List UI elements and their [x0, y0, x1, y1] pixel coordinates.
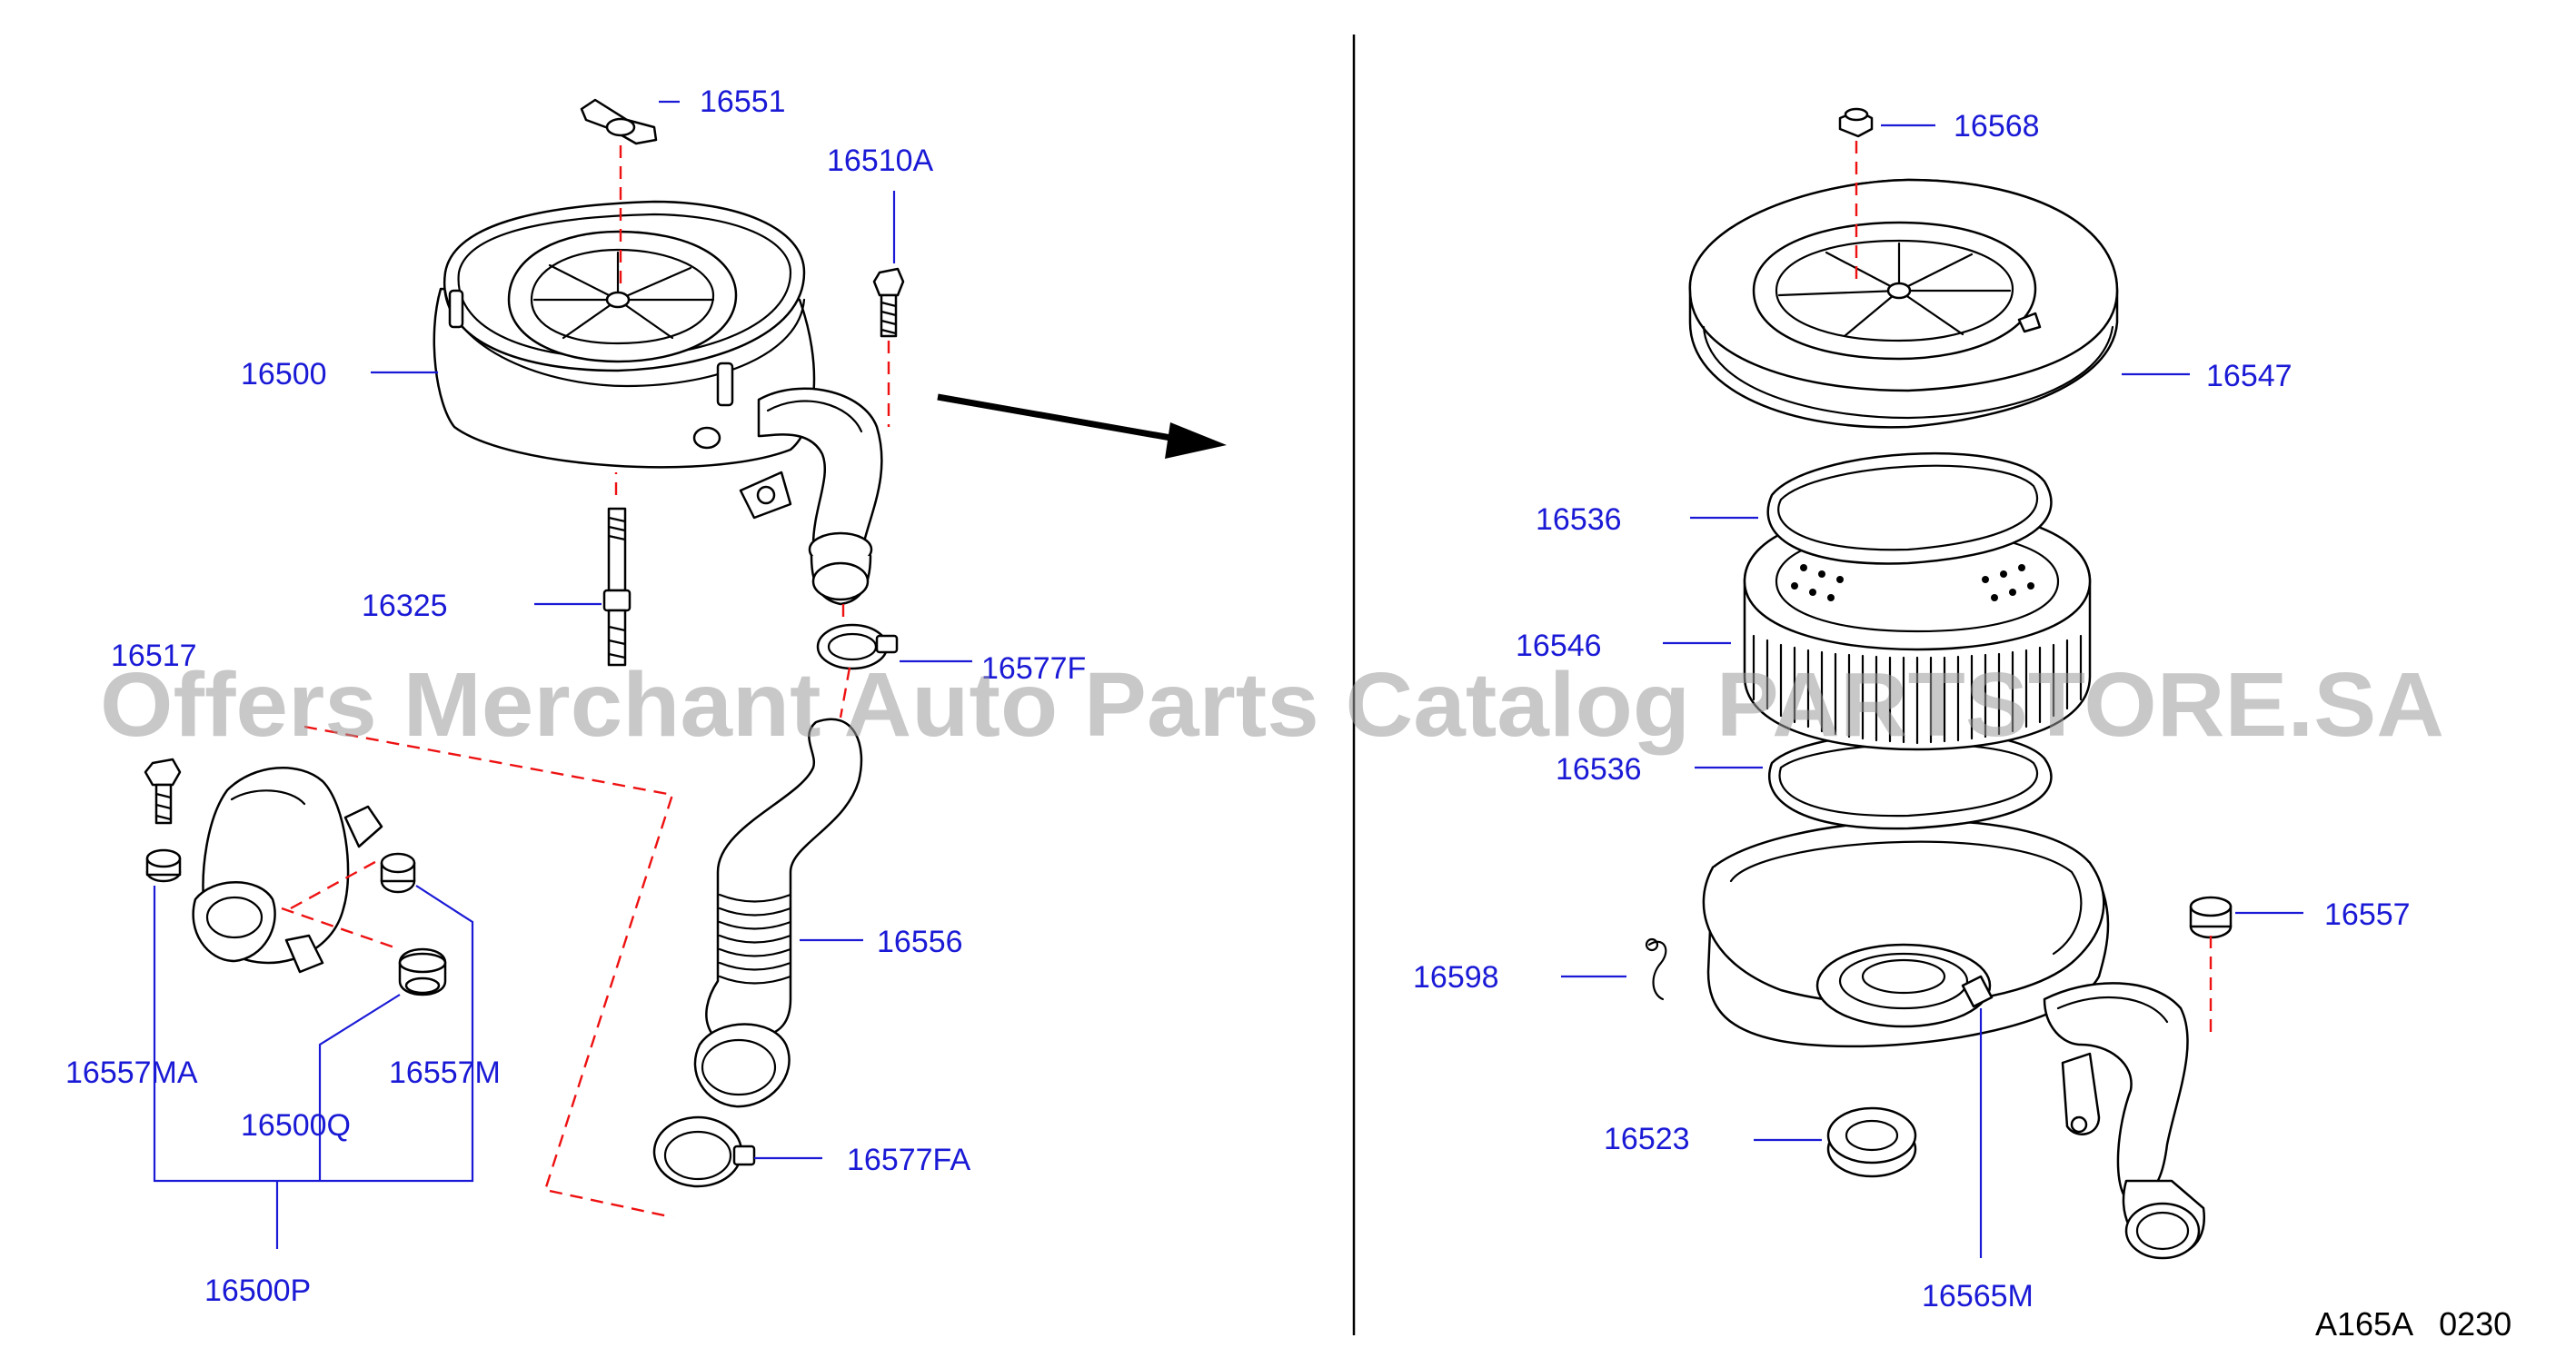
- leader-lines: [153, 100, 2303, 1258]
- grommet-16557MA: [145, 848, 182, 883]
- wing-nut-16551: [580, 98, 658, 145]
- bolt-16510A: [872, 267, 905, 338]
- label-16523: 16523: [1604, 1122, 1690, 1156]
- diagram-code: A165A 0230: [2315, 1305, 2511, 1343]
- stud-16325: [602, 507, 632, 667]
- label-16598: 16598: [1413, 960, 1499, 995]
- label-16500Q: 16500Q: [241, 1108, 351, 1143]
- guide-lines-right: [1855, 141, 2213, 1036]
- mount-16500Q: [398, 947, 447, 996]
- bolt-16517: [144, 758, 182, 825]
- gasket-16523: [1826, 1106, 1917, 1178]
- air-cleaner-assembly: [433, 200, 883, 606]
- label-16510A: 16510A: [827, 144, 934, 178]
- seal-upper-16536: [1766, 451, 2053, 565]
- label-16568: 16568: [1954, 109, 2040, 144]
- label-16547: 16547: [2206, 359, 2293, 393]
- label-16577FA: 16577FA: [847, 1143, 970, 1177]
- label-16536-upper: 16536: [1536, 502, 1622, 537]
- air-cleaner-housing: [1702, 819, 2206, 1260]
- nut-16568: [1838, 107, 1874, 138]
- label-16557: 16557: [2324, 897, 2411, 932]
- label-16500: 16500: [241, 357, 327, 392]
- part-labels: 16551 16510A 16500 16325 16517 16577F 16…: [65, 84, 2511, 1343]
- label-16500P: 16500P: [204, 1274, 311, 1308]
- label-16546: 16546: [1516, 629, 1602, 663]
- label-16517: 16517: [111, 639, 197, 673]
- guide-lines-left: [281, 145, 890, 1219]
- intake-hose-16556: [693, 718, 863, 1108]
- resonator-16500P: [192, 767, 383, 974]
- direction-arrow: [937, 393, 1227, 459]
- hose-clamp-16577F: [816, 623, 899, 670]
- watermark-text: Offers Merchant Auto Parts Catalog PARTS…: [100, 654, 2444, 756]
- label-16577F: 16577F: [981, 651, 1086, 686]
- air-cleaner-lid-16547: [1688, 178, 2119, 429]
- label-16551: 16551: [700, 84, 786, 119]
- label-16557MA: 16557MA: [65, 1056, 198, 1090]
- clip-16598: [1645, 937, 1667, 1001]
- label-16536-lower: 16536: [1556, 752, 1642, 787]
- label-16325: 16325: [362, 589, 448, 623]
- label-16565M: 16565M: [1922, 1279, 2034, 1313]
- label-16556: 16556: [877, 925, 963, 959]
- label-16557M: 16557M: [389, 1056, 501, 1090]
- hose-clamp-16577FA: [652, 1115, 756, 1188]
- grommet-16557M: [380, 852, 416, 894]
- grommet-16557: [2189, 896, 2233, 939]
